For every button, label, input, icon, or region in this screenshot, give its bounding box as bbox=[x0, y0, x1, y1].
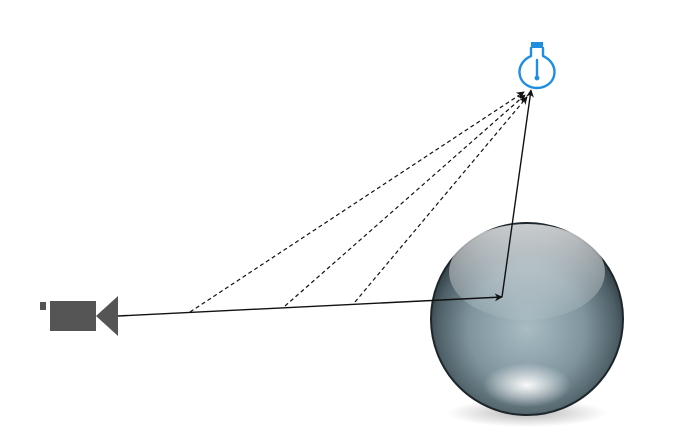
glass-sphere bbox=[430, 222, 624, 427]
shadow-ray-3 bbox=[354, 96, 528, 303]
video-camera-icon bbox=[40, 296, 118, 336]
camera-lens bbox=[96, 296, 118, 336]
solid-rays bbox=[117, 89, 534, 317]
sphere-bottom-glow bbox=[483, 363, 571, 407]
bulb-filament-dot bbox=[534, 75, 540, 81]
reflected-ray bbox=[501, 89, 534, 298]
sphere-top-highlight bbox=[449, 224, 605, 320]
bulb-base bbox=[531, 42, 543, 48]
shadow-ray-1 bbox=[189, 91, 525, 313]
shadow-ray-2 bbox=[284, 94, 526, 307]
camera-viewfinder bbox=[40, 302, 46, 310]
shadow-rays bbox=[189, 91, 528, 313]
camera-body bbox=[50, 301, 96, 331]
light-bulb-icon bbox=[518, 42, 556, 90]
primary-ray bbox=[117, 293, 503, 317]
bulb-globe bbox=[518, 46, 556, 90]
